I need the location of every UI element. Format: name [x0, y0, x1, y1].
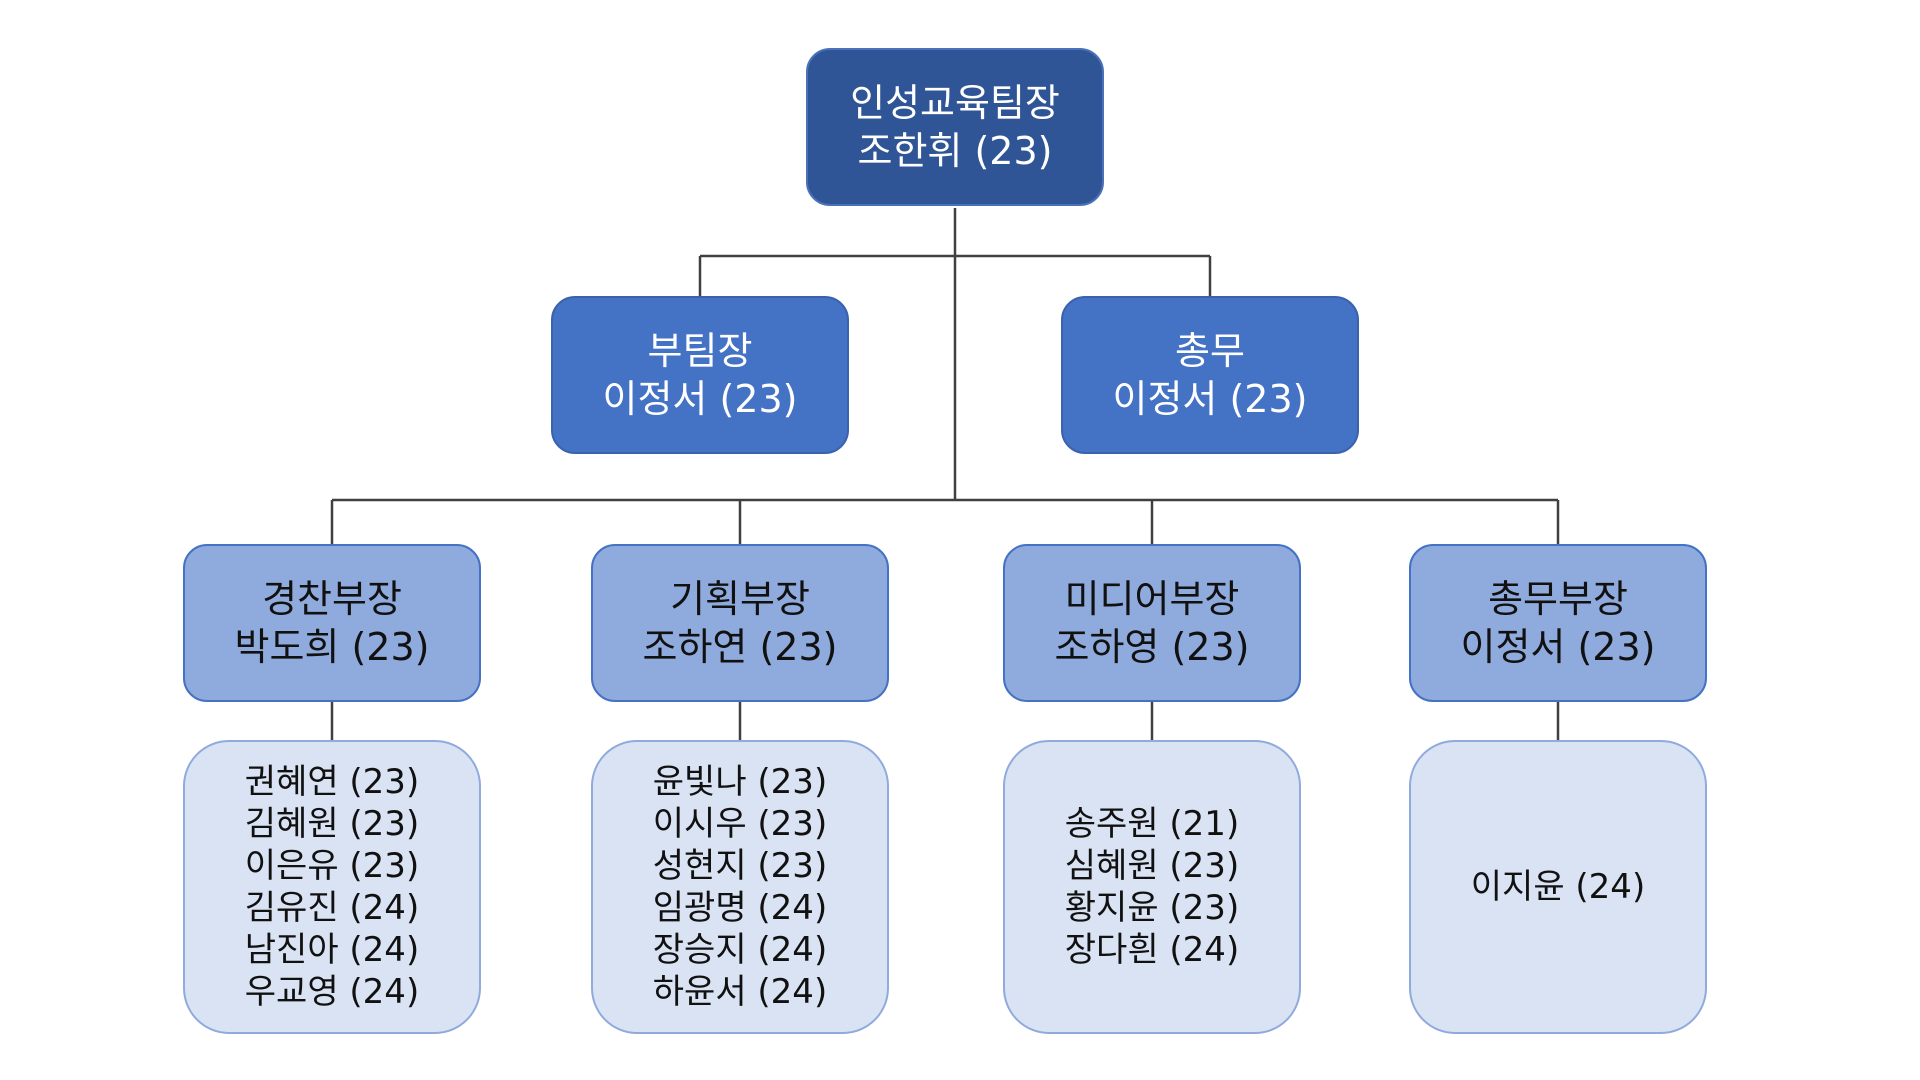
member-item: 우교영 (24): [244, 972, 420, 1012]
member-list: 송주원 (21) 심혜원 (23) 황지윤 (23) 장다흰 (24): [1065, 803, 1239, 971]
node-name: 조하영 (23): [1054, 625, 1250, 669]
member-list: 윤빛나 (23) 이시우 (23) 성현지 (23) 임광명 (24) 장승지 …: [653, 761, 827, 1013]
member-item: 윤빛나 (23): [652, 762, 828, 802]
node-deputy-leader: 부팀장 이정서 (23): [551, 296, 849, 454]
members-box-1: 권혜연 (23) 김혜원 (23) 이은유 (23) 김유진 (24) 남진아 …: [183, 740, 481, 1034]
member-item: 임광명 (24): [652, 888, 828, 928]
node-department-2: 기획부장 조하연 (23): [591, 544, 889, 702]
member-item: 김혜원 (23): [244, 804, 420, 844]
member-item: 이지윤 (24): [1470, 867, 1646, 907]
node-role: 총무부장: [1488, 577, 1628, 621]
member-item: 김유진 (24): [244, 888, 420, 928]
members-box-2: 윤빛나 (23) 이시우 (23) 성현지 (23) 임광명 (24) 장승지 …: [591, 740, 889, 1034]
node-role: 기획부장: [670, 577, 810, 621]
node-name: 이정서 (23): [1112, 377, 1308, 421]
members-box-4: 이지윤 (24): [1409, 740, 1707, 1034]
node-name: 조하연 (23): [642, 625, 838, 669]
member-item: 장승지 (24): [652, 930, 828, 970]
member-item: 권혜연 (23): [244, 762, 420, 802]
node-name: 이정서 (23): [1460, 625, 1656, 669]
node-role: 부팀장: [647, 329, 753, 373]
member-item: 성현지 (23): [652, 846, 828, 886]
member-list: 권혜연 (23) 김혜원 (23) 이은유 (23) 김유진 (24) 남진아 …: [245, 761, 419, 1013]
node-role: 경찬부장: [262, 577, 402, 621]
node-role: 총무: [1175, 329, 1245, 373]
node-department-1: 경찬부장 박도희 (23): [183, 544, 481, 702]
node-name: 박도희 (23): [234, 625, 430, 669]
member-list: 이지윤 (24): [1471, 866, 1645, 908]
node-department-4: 총무부장 이정서 (23): [1409, 544, 1707, 702]
node-department-3: 미디어부장 조하영 (23): [1003, 544, 1301, 702]
members-box-3: 송주원 (21) 심혜원 (23) 황지윤 (23) 장다흰 (24): [1003, 740, 1301, 1034]
node-name: 이정서 (23): [602, 377, 798, 421]
member-item: 이은유 (23): [244, 846, 420, 886]
node-team-head: 인성교육팀장 조한휘 (23): [806, 48, 1104, 206]
member-item: 하윤서 (24): [652, 972, 828, 1012]
node-role: 인성교육팀장: [850, 81, 1060, 125]
node-name: 조한휘 (23): [857, 129, 1053, 173]
member-item: 장다흰 (24): [1064, 930, 1240, 970]
member-item: 이시우 (23): [652, 804, 828, 844]
member-item: 황지윤 (23): [1064, 888, 1240, 928]
member-item: 송주원 (21): [1064, 804, 1240, 844]
member-item: 남진아 (24): [244, 930, 420, 970]
node-general-affairs: 총무 이정서 (23): [1061, 296, 1359, 454]
member-item: 심혜원 (23): [1064, 846, 1240, 886]
node-role: 미디어부장: [1064, 577, 1240, 621]
